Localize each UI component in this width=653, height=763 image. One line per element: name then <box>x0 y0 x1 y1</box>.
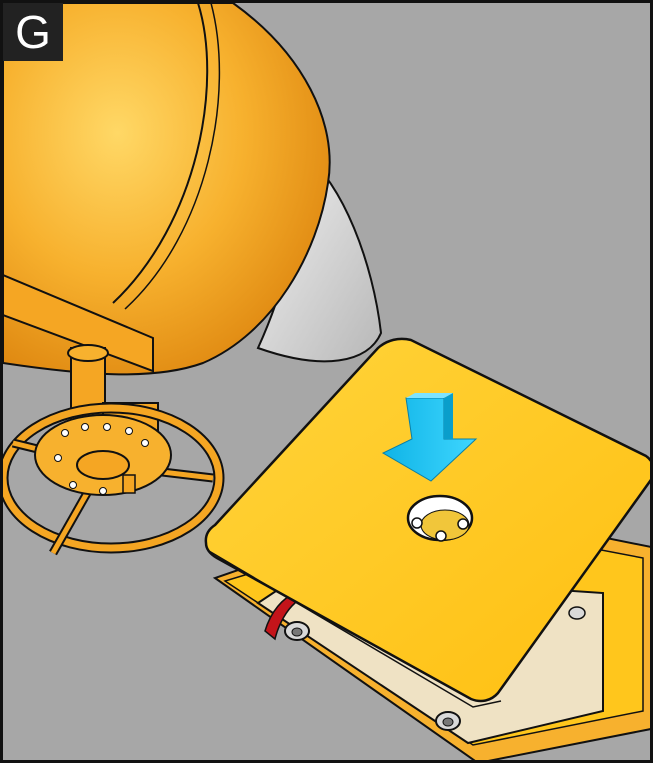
screw-hole-front-left <box>285 622 309 640</box>
screw-hole-front-right <box>436 712 460 730</box>
step-label: G <box>3 3 63 61</box>
screw-hole-back-right <box>569 607 585 619</box>
post-cap <box>68 345 108 361</box>
assembly-illustration <box>3 3 653 763</box>
hand-wheel <box>3 408 219 553</box>
